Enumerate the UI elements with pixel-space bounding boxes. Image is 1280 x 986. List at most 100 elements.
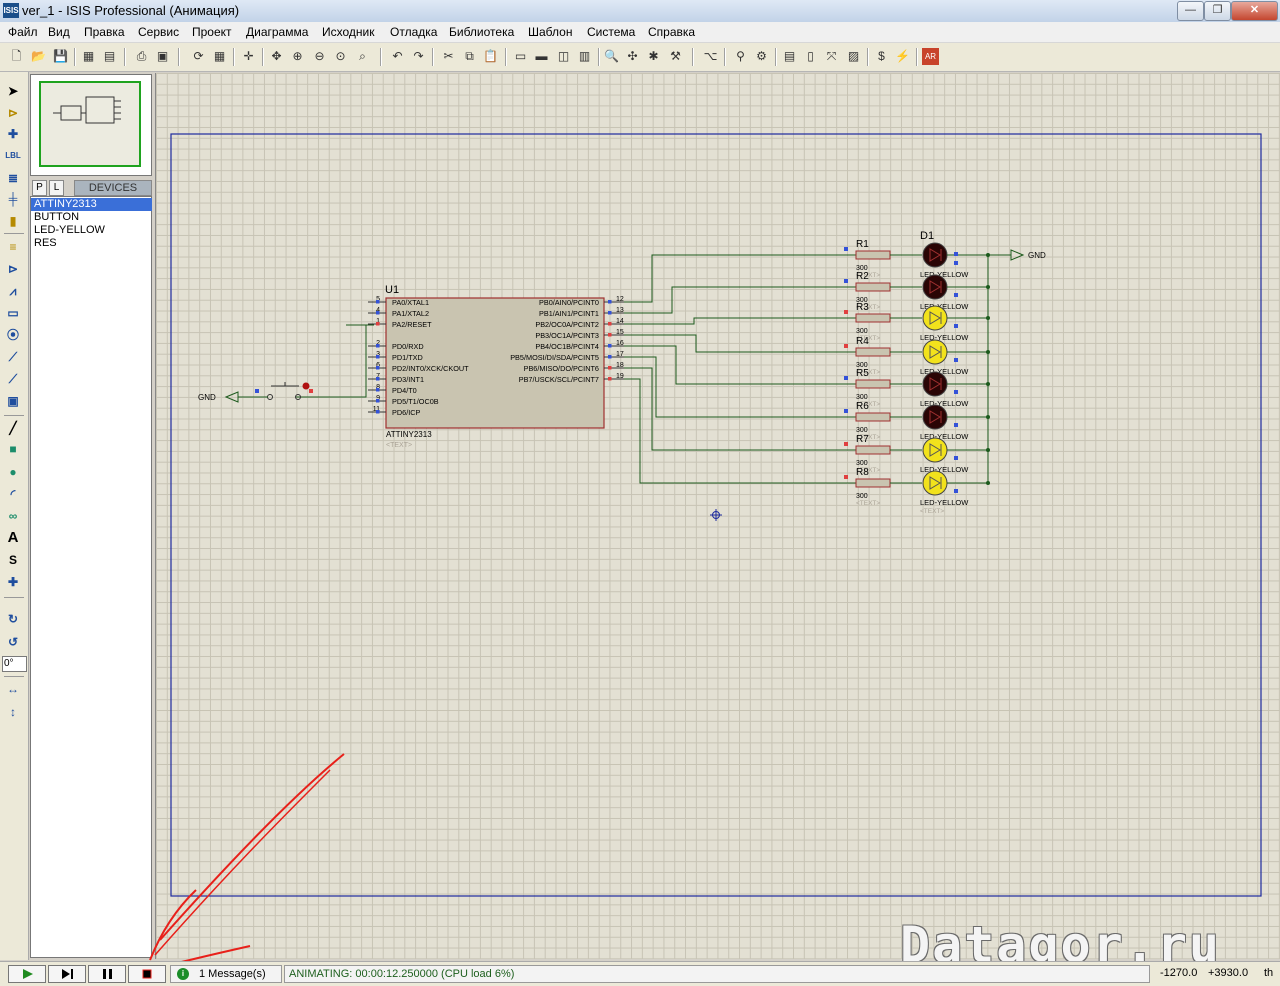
gnd-terminal-right-group[interactable]: GND <box>988 249 1046 261</box>
new-sheet-icon[interactable]: ▤ <box>783 49 796 63</box>
box-2d-icon[interactable]: ■ <box>9 442 17 456</box>
terminals-icon[interactable]: ≡ <box>9 240 17 254</box>
open-folder-icon[interactable]: 📂 <box>31 49 46 63</box>
current-probe-icon[interactable]: ⟋ <box>8 372 18 386</box>
bill-of-materials-icon[interactable]: ▨ <box>847 49 860 63</box>
component-mode-icon[interactable]: ⊳ <box>7 106 19 120</box>
refresh-icon[interactable]: ⟳ <box>193 49 204 63</box>
rotate-clockwise-icon[interactable]: ↻ <box>7 612 19 626</box>
device-item[interactable]: ATTINY2313 <box>31 198 152 211</box>
mirror-vertical-icon[interactable]: ↕ <box>10 705 16 719</box>
device-item[interactable]: LED-YELLOW <box>34 224 105 236</box>
graph-icon[interactable]: ⩘ <box>9 284 17 298</box>
led-on[interactable] <box>922 437 948 463</box>
reset-button-circuit[interactable]: GND <box>198 324 374 403</box>
text-script-icon[interactable]: ≣ <box>7 171 19 185</box>
menu-source[interactable]: Исходник <box>322 25 375 39</box>
menu-library[interactable]: Библиотека <box>449 25 515 39</box>
close-button[interactable]: ✕ <box>1231 1 1278 21</box>
zoom-out-icon[interactable]: ⊖ <box>314 49 325 63</box>
undo-icon[interactable]: ↶ <box>392 49 403 63</box>
minimize-button[interactable]: — <box>1177 1 1204 21</box>
search-tag-icon[interactable]: ⚲ <box>736 49 745 63</box>
block-copy-icon[interactable]: ▭ <box>514 49 527 63</box>
export-icon[interactable]: ▤ <box>103 49 116 63</box>
pick-device-tab[interactable]: P <box>32 180 47 196</box>
block-move-icon[interactable]: ▬ <box>535 49 548 63</box>
subcircuit-icon[interactable]: ▮ <box>9 214 17 228</box>
decompose-icon[interactable]: ⚒ <box>670 49 681 63</box>
print-icon[interactable]: ⎙ <box>136 49 147 63</box>
mirror-horizontal-icon[interactable]: ↔ <box>7 682 19 696</box>
resistor-body[interactable] <box>855 250 891 260</box>
arc-2d-icon[interactable]: ◜ <box>10 487 16 501</box>
button-active-dot[interactable] <box>302 382 310 390</box>
block-delete-icon[interactable]: ▥ <box>578 49 591 63</box>
resistor-body[interactable] <box>855 347 891 357</box>
library-tab[interactable]: L <box>49 180 64 196</box>
redo-icon[interactable]: ↷ <box>413 49 424 63</box>
menu-edit[interactable]: Правка <box>84 25 125 39</box>
resistor-body[interactable] <box>855 313 891 323</box>
device-item[interactable]: BUTTON <box>34 211 80 223</box>
resistor-body[interactable] <box>855 282 891 292</box>
cut-icon[interactable]: ✂ <box>443 49 454 63</box>
led-on[interactable] <box>922 305 948 331</box>
copy-icon[interactable]: ⧉ <box>465 49 474 63</box>
selection-mode-icon[interactable]: ➤ <box>7 84 19 98</box>
virtual-instruments-icon[interactable]: ▣ <box>7 394 19 408</box>
led-on[interactable] <box>922 339 948 365</box>
electrical-rules-icon[interactable]: $ <box>878 49 885 63</box>
package-tool-icon[interactable]: ✱ <box>648 49 659 63</box>
menu-view[interactable]: Вид <box>48 25 70 39</box>
pick-device-icon[interactable]: 🔍 <box>604 49 619 63</box>
rotate-anticlockwise-icon[interactable]: ↺ <box>7 635 19 649</box>
menu-file[interactable]: Файл <box>8 25 38 39</box>
gnd-terminal-left[interactable] <box>224 391 239 403</box>
pause-button[interactable] <box>88 965 126 983</box>
led-off[interactable] <box>922 242 948 268</box>
line-2d-icon[interactable]: ╱ <box>9 421 17 435</box>
path-2d-icon[interactable]: ∞ <box>8 509 18 523</box>
paste-icon[interactable]: 📋 <box>483 49 498 63</box>
step-button[interactable] <box>48 965 86 983</box>
save-icon[interactable]: 💾 <box>53 49 68 63</box>
grid-icon[interactable]: ▦ <box>213 49 226 63</box>
overview-window[interactable] <box>30 74 152 176</box>
buses-icon[interactable]: ╪ <box>8 192 18 206</box>
gnd-terminal-right[interactable] <box>1010 249 1025 261</box>
zoom-in-icon[interactable]: ⊕ <box>292 49 303 63</box>
junction-dot-icon[interactable]: ✚ <box>7 127 19 141</box>
pan-icon[interactable]: ✥ <box>271 49 282 63</box>
play-button[interactable] <box>8 965 46 983</box>
print-area-icon[interactable]: ▣ <box>156 49 169 63</box>
mcu-body[interactable] <box>385 297 605 429</box>
led-off[interactable] <box>922 274 948 300</box>
wire-label-icon[interactable]: LBL <box>5 151 21 160</box>
rotation-angle-field[interactable]: 0° <box>2 656 27 672</box>
make-device-icon[interactable]: ✣ <box>627 49 638 63</box>
messages-indicator[interactable]: i 1 Message(s) <box>170 965 282 983</box>
led-off[interactable] <box>922 371 948 397</box>
menu-help[interactable]: Справка <box>648 25 696 39</box>
voltage-probe-icon[interactable]: ⟋ <box>8 350 18 364</box>
symbol-2d-icon[interactable]: S <box>8 553 17 567</box>
menu-tools[interactable]: Сервис <box>138 25 180 39</box>
led-on[interactable] <box>922 470 948 496</box>
stop-button[interactable] <box>128 965 166 983</box>
menu-system[interactable]: Система <box>587 25 636 39</box>
marker-2d-icon[interactable]: ✚ <box>7 575 19 589</box>
resistor-body[interactable] <box>855 478 891 488</box>
block-rotate-icon[interactable]: ◫ <box>557 49 570 63</box>
exit-to-parent-icon[interactable]: ⤧ <box>826 49 837 63</box>
property-tool-icon[interactable]: ⚙ <box>756 49 767 63</box>
